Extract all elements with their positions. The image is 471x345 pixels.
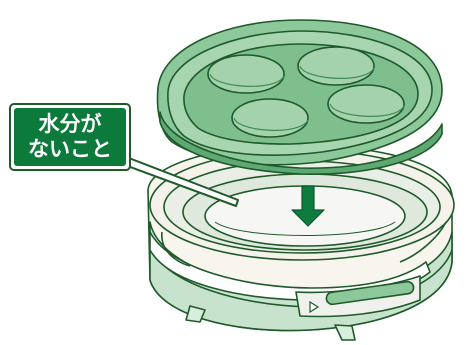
callout-line-2: ないこと [28, 137, 112, 162]
callout-label: 水分が ないこと [14, 108, 126, 166]
cup-3 [232, 99, 308, 137]
cup-2 [298, 47, 374, 85]
pan-lid [158, 20, 442, 174]
callout-line-1: 水分が [39, 112, 102, 137]
cup-1 [208, 55, 284, 93]
cup-4 [328, 85, 404, 123]
